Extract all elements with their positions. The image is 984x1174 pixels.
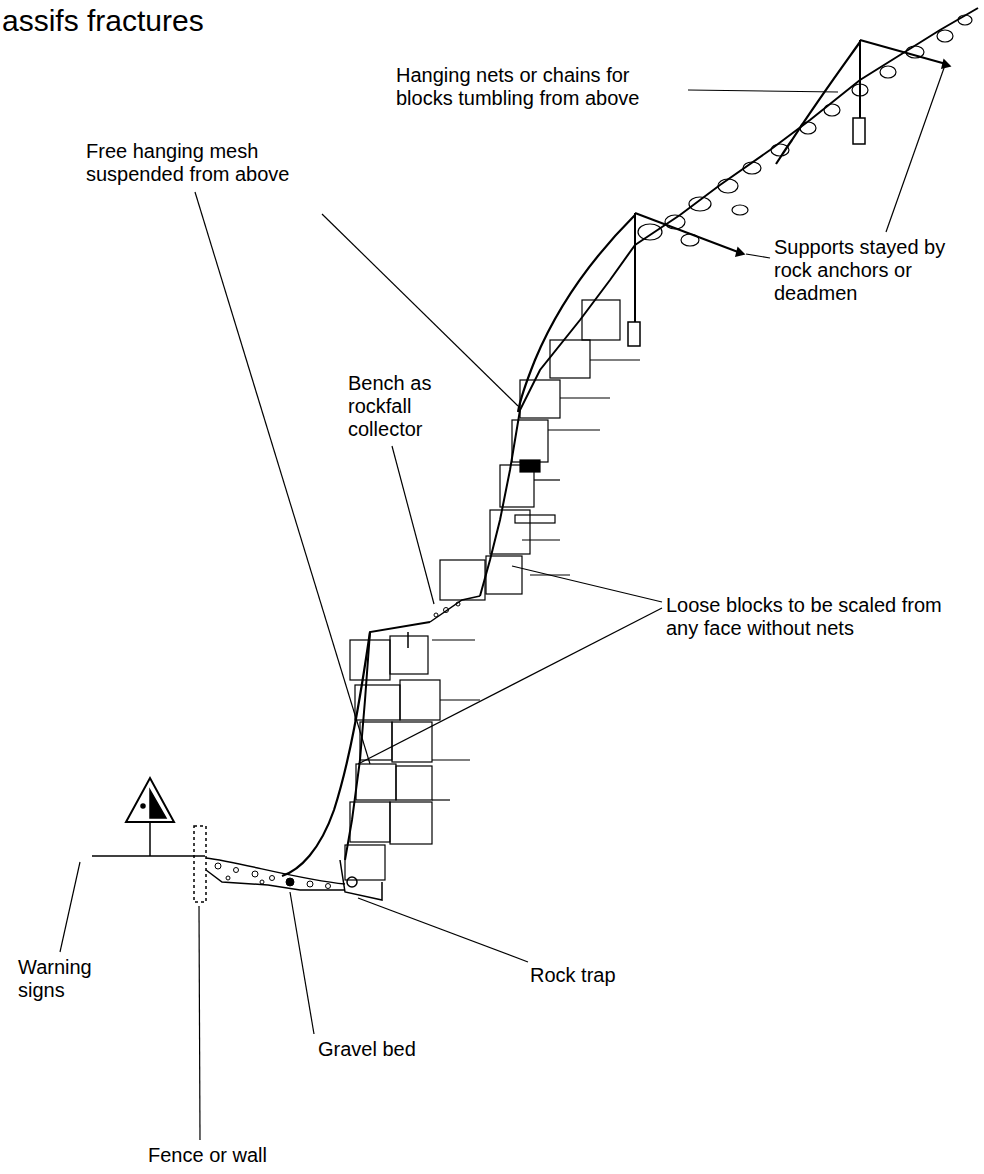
warning-sign-mark (150, 790, 166, 818)
page-title: assifs fractures (2, 4, 204, 38)
upper-mesh (518, 215, 635, 412)
bench-debris (434, 602, 460, 617)
support-pole (634, 213, 636, 322)
top-pole (859, 40, 861, 118)
gravel-stones (215, 863, 331, 889)
support-base (628, 322, 640, 346)
top-blocks (638, 15, 972, 246)
callout-label: Loose blocks to be scaled from any face … (666, 594, 966, 640)
warning-sign-dot (141, 804, 145, 808)
gravel-base (206, 870, 345, 890)
upper-face (480, 245, 635, 596)
sign-post (149, 822, 151, 856)
callout-label: Gravel bed (318, 1038, 458, 1061)
callout-label: Rock trap (530, 964, 670, 987)
ground-line (92, 855, 205, 857)
callout-label: Free hanging mesh suspended from above (86, 140, 316, 186)
top-slope (635, 8, 978, 245)
callout-label: Fence or wall (148, 1144, 328, 1167)
callout-label: Hanging nets or chains for blocks tumbli… (396, 64, 686, 110)
warning-sign (126, 778, 174, 822)
fence-symbol (194, 826, 206, 902)
gravel-top (206, 858, 345, 884)
lower-mesh (282, 632, 370, 876)
top-base (853, 118, 865, 144)
lower-anchor (407, 632, 409, 648)
callout-label: Bench as rockfall collector (348, 372, 448, 441)
anchor-head (942, 60, 950, 68)
lower-blocks (345, 636, 480, 880)
callout-label: Warning signs (18, 956, 108, 1002)
top-stay (860, 40, 946, 64)
lower-face (345, 622, 430, 860)
anchor-head (736, 248, 744, 256)
upper-blocks (440, 300, 640, 600)
callout-label: Supports stayed by rock anchors or deadm… (774, 236, 974, 305)
support-stay (635, 213, 738, 252)
top-mesh (776, 42, 860, 164)
trapped-block (347, 877, 357, 887)
